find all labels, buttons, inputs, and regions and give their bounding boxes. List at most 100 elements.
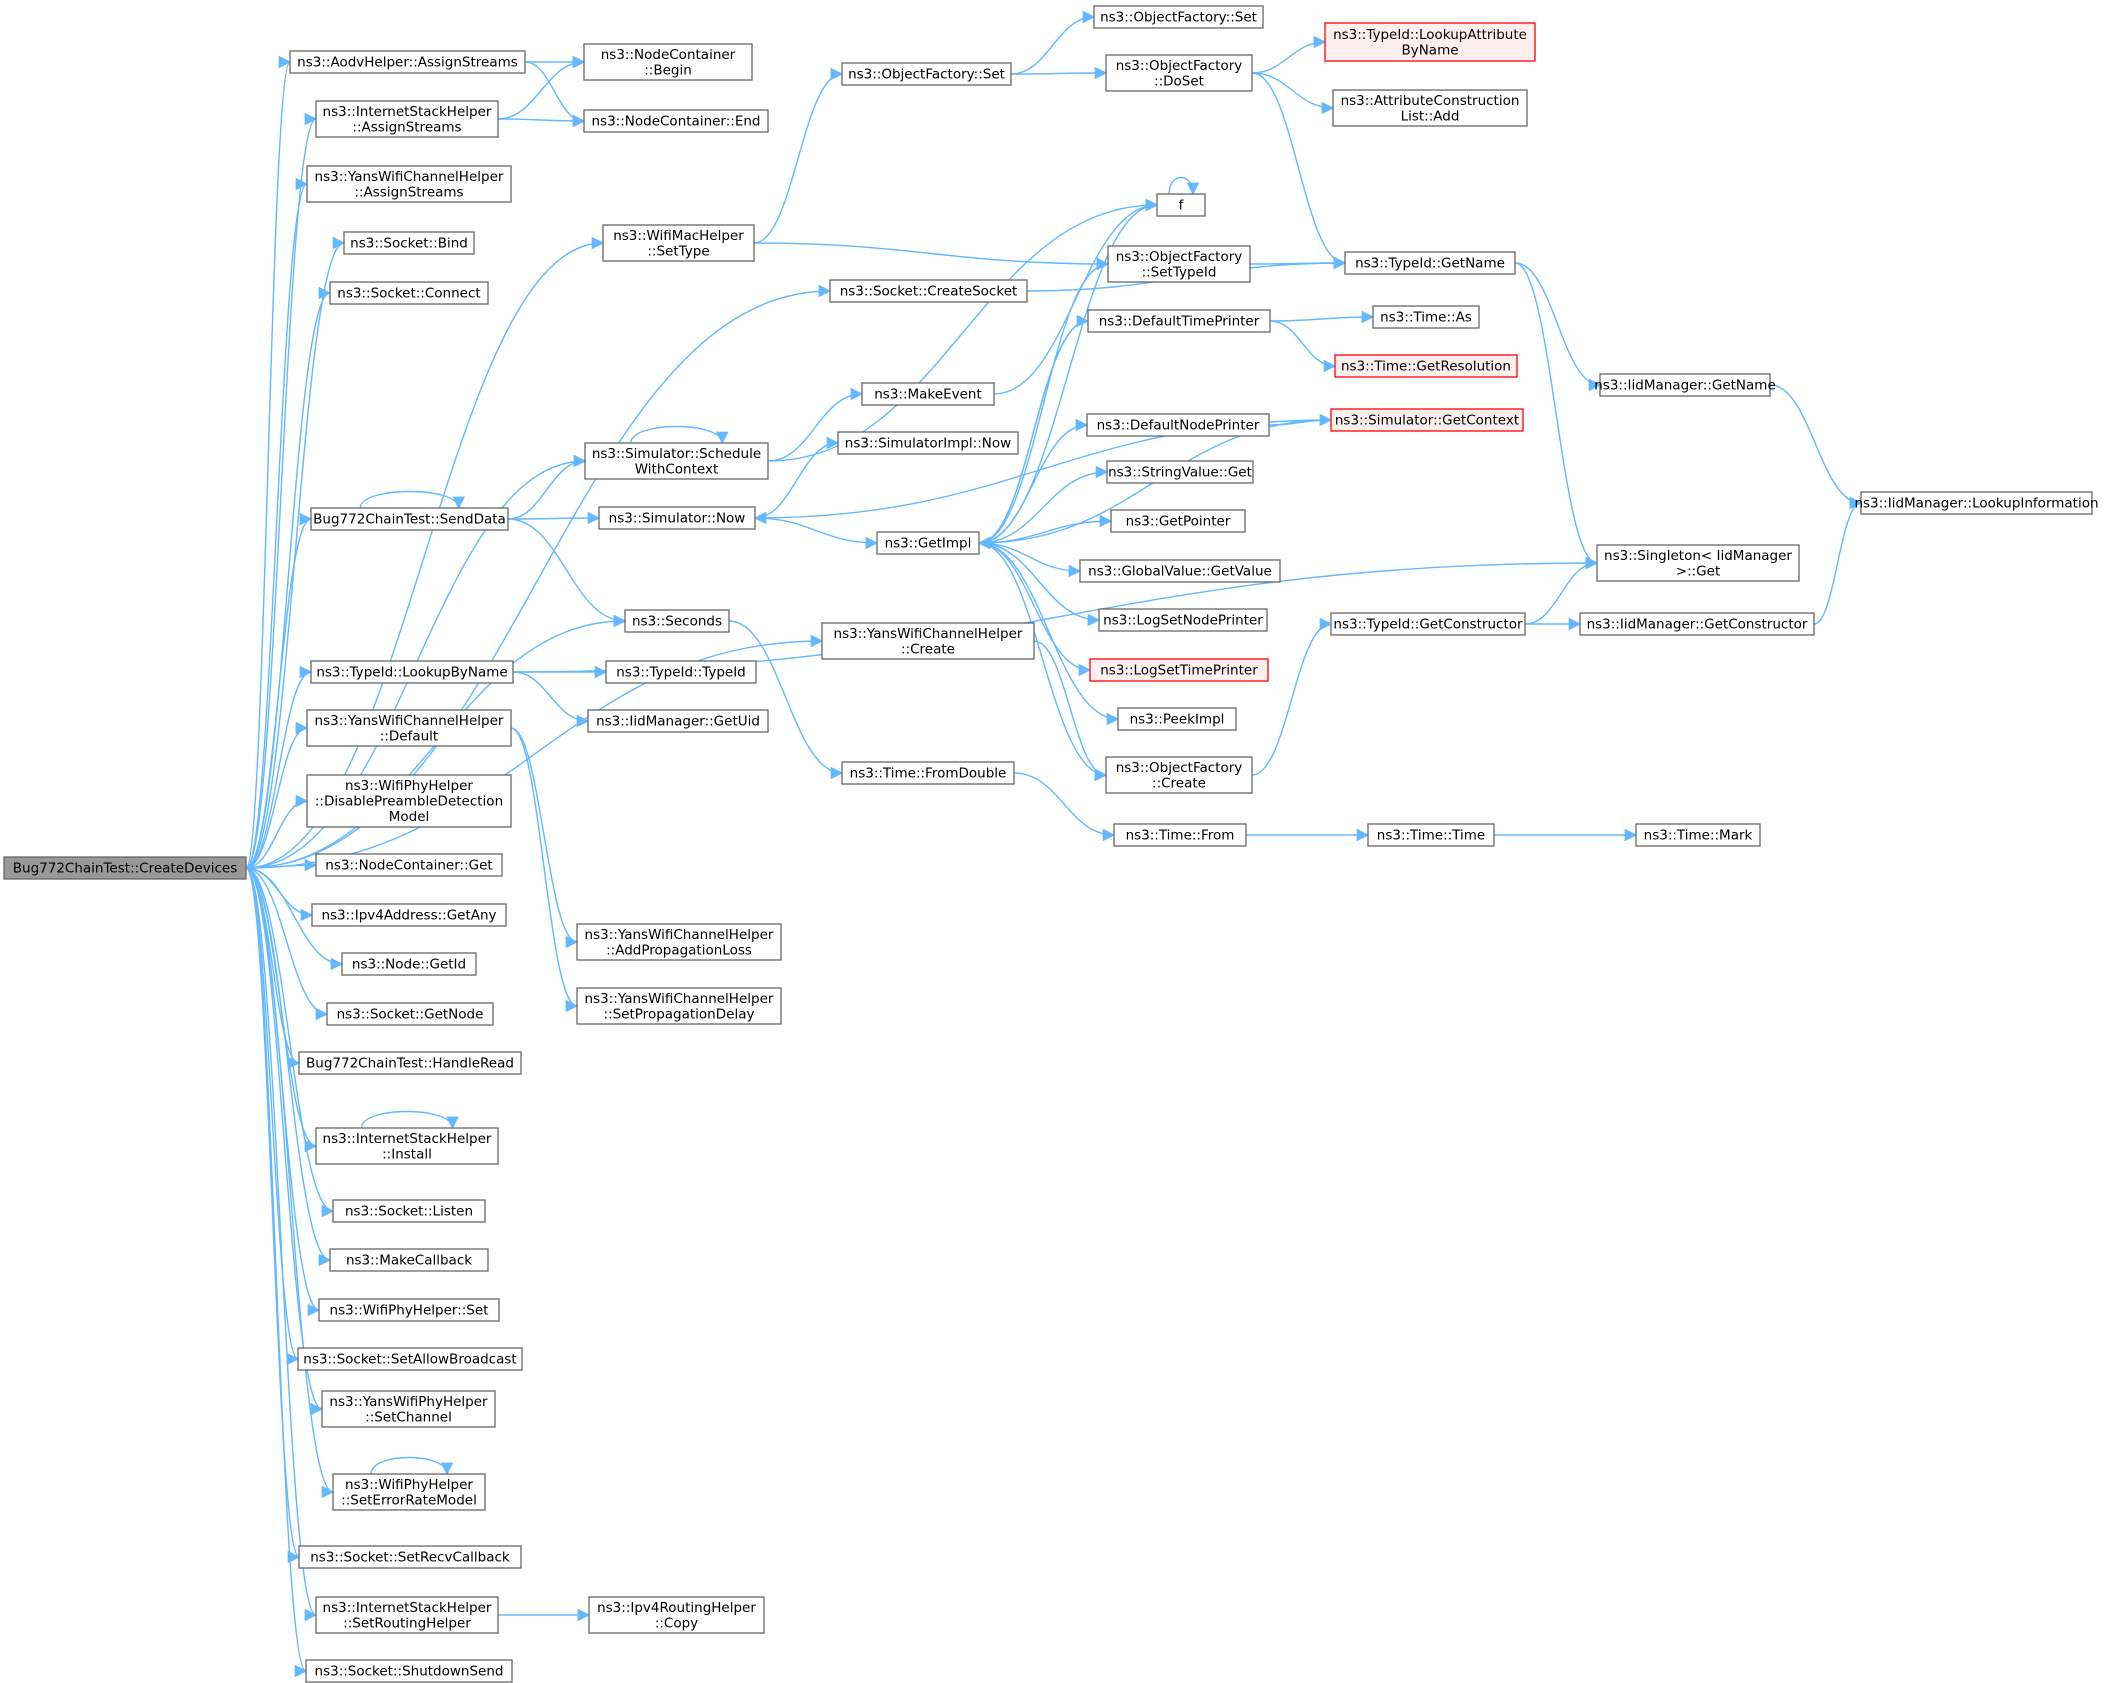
node-ish-as[interactable]: ns3::InternetStackHelper::AssignStreams [315, 100, 499, 138]
node-root[interactable]: Bug772ChainTest::CreateDevices [3, 856, 247, 880]
node-sock-shutdown[interactable]: ns3::Socket::ShutdownSend [305, 1659, 513, 1683]
node-makeEvent[interactable]: ns3::MakeEvent [861, 382, 995, 406]
node-gv-getvalue[interactable]: ns3::GlobalValue::GetValue [1079, 559, 1281, 583]
node-getPointer[interactable]: ns3::GetPointer [1110, 509, 1246, 533]
node-nc-get[interactable]: ns3::NodeContainer::Get [315, 853, 503, 877]
node-iid-getctor[interactable]: ns3::IidManager::GetConstructor [1579, 612, 1815, 636]
node-sim-now[interactable]: ns3::Simulator::Now [598, 506, 756, 530]
node-of-doset[interactable]: ns3::ObjectFactory::DoSet [1105, 54, 1253, 92]
node-time-mark[interactable]: ns3::Time::Mark [1635, 823, 1761, 847]
node-of-create[interactable]: ns3::ObjectFactory::Create [1105, 756, 1253, 794]
edge-seconds-to-time-fromdouble [728, 620, 844, 780]
node-of-set[interactable]: ns3::ObjectFactory::Set [841, 62, 1012, 86]
node-simimpl-now[interactable]: ns3::SimulatorImpl::Now [837, 431, 1019, 455]
node-label: ::Install [382, 1146, 432, 1162]
node-sock-getnode[interactable]: ns3::Socket::GetNode [326, 1002, 494, 1026]
node-tid-typeid[interactable]: ns3::TypeId::TypeId [605, 660, 757, 684]
node-iid-getuid[interactable]: ns3::IidManager::GetUid [587, 709, 769, 733]
node-ywch-as[interactable]: ns3::YansWifiChannelHelper::AssignStream… [306, 165, 512, 203]
node-box [587, 709, 769, 733]
node-ipv4rh-copy[interactable]: ns3::Ipv4RoutingHelper::Copy [588, 1596, 765, 1634]
node-time-as[interactable]: ns3::Time::As [1372, 305, 1480, 329]
edge-of-doset-to-acl-add [1251, 72, 1335, 115]
node-iid-lookupinfo[interactable]: ns3::IidManager::LookupInformation [1854, 491, 2099, 515]
node-sock-connect[interactable]: ns3::Socket::Connect [329, 281, 489, 305]
node-label: Bug772ChainTest::SendData [313, 512, 506, 528]
node-sock-bind[interactable]: ns3::Socket::Bind [343, 231, 475, 255]
node-logsetnode[interactable]: ns3::LogSetNodePrinter [1098, 608, 1268, 632]
node-getImpl[interactable]: ns3::GetImpl [876, 531, 980, 555]
node-label: ns3::AttributeConstruction [1341, 93, 1520, 109]
node-label: ns3::DefaultTimePrinter [1099, 314, 1260, 330]
node-time-getres[interactable]: ns3::Time::GetResolution [1334, 354, 1518, 378]
node-label: ns3::InternetStackHelper [323, 104, 492, 120]
node-label: List::Add [1401, 108, 1460, 124]
node-peekImpl[interactable]: ns3::PeekImpl [1117, 707, 1237, 731]
node-sim-getctx[interactable]: ns3::Simulator::GetContext [1330, 408, 1524, 432]
edge-root-to-sock-bind [245, 236, 346, 869]
node-sv-get[interactable]: ns3::StringValue::Get [1106, 460, 1254, 484]
node-time-fromdouble[interactable]: ns3::Time::FromDouble [841, 761, 1015, 785]
node-ish-setrh[interactable]: ns3::InternetStackHelper::SetRoutingHelp… [315, 1596, 499, 1634]
node-ywch-setpd[interactable]: ns3::YansWifiChannelHelper::SetPropagati… [576, 987, 782, 1025]
node-label: f [1179, 198, 1185, 214]
node-ywch-addpl[interactable]: ns3::YansWifiChannelHelper::AddPropagati… [576, 923, 782, 961]
node-wphy-serm[interactable]: ns3::WifiPhyHelper::SetErrorRateModel [332, 1473, 486, 1511]
node-ywch-default[interactable]: ns3::YansWifiChannelHelper::Default [306, 709, 512, 747]
node-sock-listen[interactable]: ns3::Socket::Listen [332, 1199, 486, 1223]
edge-ish-as-to-nc-end [497, 114, 586, 128]
edge-sim-now-to-simimpl-now [754, 436, 840, 519]
node-node-getid[interactable]: ns3::Node::GetId [341, 952, 477, 976]
node-box [1860, 491, 2093, 515]
node-label: ns3::NodeContainer [601, 47, 736, 63]
node-nc-begin[interactable]: ns3::NodeContainer::Begin [583, 43, 753, 81]
node-box [306, 709, 512, 747]
node-sendData[interactable]: Bug772ChainTest::SendData [310, 507, 509, 531]
edge-getImpl-to-sv-get [978, 465, 1109, 544]
node-of-settypeid[interactable]: ns3::ObjectFactory::SetTypeId [1107, 245, 1251, 283]
node-wmh-settype[interactable]: ns3::WifiMacHelper::SetType [602, 224, 755, 262]
node-wphy-set[interactable]: ns3::WifiPhyHelper::Set [318, 1298, 500, 1322]
node-singleton[interactable]: ns3::Singleton< IidManager >::Get [1596, 544, 1800, 582]
node-label: ns3::Socket::Connect [337, 286, 480, 302]
node-iid-getname[interactable]: ns3::IidManager::GetName [1594, 373, 1776, 397]
node-makeCallback[interactable]: ns3::MakeCallback [329, 1248, 489, 1272]
node-box [1324, 22, 1536, 62]
node-label: ns3::TypeId::LookupAttribute [1333, 27, 1527, 43]
node-sock-recvcb[interactable]: ns3::Socket::SetRecvCallback [298, 1545, 522, 1569]
node-ipv4-any[interactable]: ns3::Ipv4Address::GetAny [311, 903, 507, 927]
edge-root-to-tid-lookup [245, 665, 313, 869]
edge-ish-as-to-nc-begin [497, 55, 586, 120]
node-handleRead[interactable]: Bug772ChainTest::HandleRead [298, 1051, 522, 1075]
node-ywch-create[interactable]: ns3::YansWifiChannelHelper::Create [821, 622, 1035, 660]
node-box [315, 1127, 499, 1165]
node-ywph-setch[interactable]: ns3::YansWifiPhyHelper::SetChannel [321, 1390, 496, 1428]
node-time-from[interactable]: ns3::Time::From [1113, 823, 1247, 847]
node-aodv[interactable]: ns3::AodvHelper::AssignStreams [289, 50, 526, 74]
node-tid-getctor[interactable]: ns3::TypeId::GetConstructor [1330, 612, 1526, 636]
node-label: ns3::YansWifiChannelHelper [585, 927, 774, 943]
node-dtp[interactable]: ns3::DefaultTimePrinter [1087, 309, 1271, 333]
node-f[interactable]: f [1156, 193, 1206, 217]
node-label: ns3::TypeId::TypeId [616, 665, 746, 681]
node-tid-getname[interactable]: ns3::TypeId::GetName [1344, 251, 1516, 275]
edge-root-to-handleRead [245, 867, 301, 1070]
node-logsettime[interactable]: ns3::LogSetTimePrinter [1089, 658, 1269, 682]
node-sock-create[interactable]: ns3::Socket::CreateSocket [829, 279, 1028, 303]
node-wphy-dpdm[interactable]: ns3::WifiPhyHelper::DisablePreambleDetec… [306, 774, 512, 828]
node-of-set2[interactable]: ns3::ObjectFactory::Set [1093, 5, 1264, 29]
node-ish-install[interactable]: ns3::InternetStackHelper::Install [315, 1127, 499, 1165]
node-label: ns3::Time::GetResolution [1341, 359, 1511, 375]
node-dnp[interactable]: ns3::DefaultNodePrinter [1086, 413, 1270, 437]
node-label: ns3::YansWifiChannelHelper [315, 713, 504, 729]
node-nc-end[interactable]: ns3::NodeContainer::End [583, 109, 769, 133]
node-label: ns3::TypeId::GetConstructor [1333, 617, 1523, 633]
node-seconds[interactable]: ns3::Seconds [624, 609, 730, 633]
node-time-time[interactable]: ns3::Time::Time [1367, 823, 1495, 847]
node-tid-lookup[interactable]: ns3::TypeId::LookupByName [310, 660, 514, 684]
node-sock-allowbc[interactable]: ns3::Socket::SetAllowBroadcast [297, 1347, 523, 1371]
node-box [1599, 373, 1771, 397]
